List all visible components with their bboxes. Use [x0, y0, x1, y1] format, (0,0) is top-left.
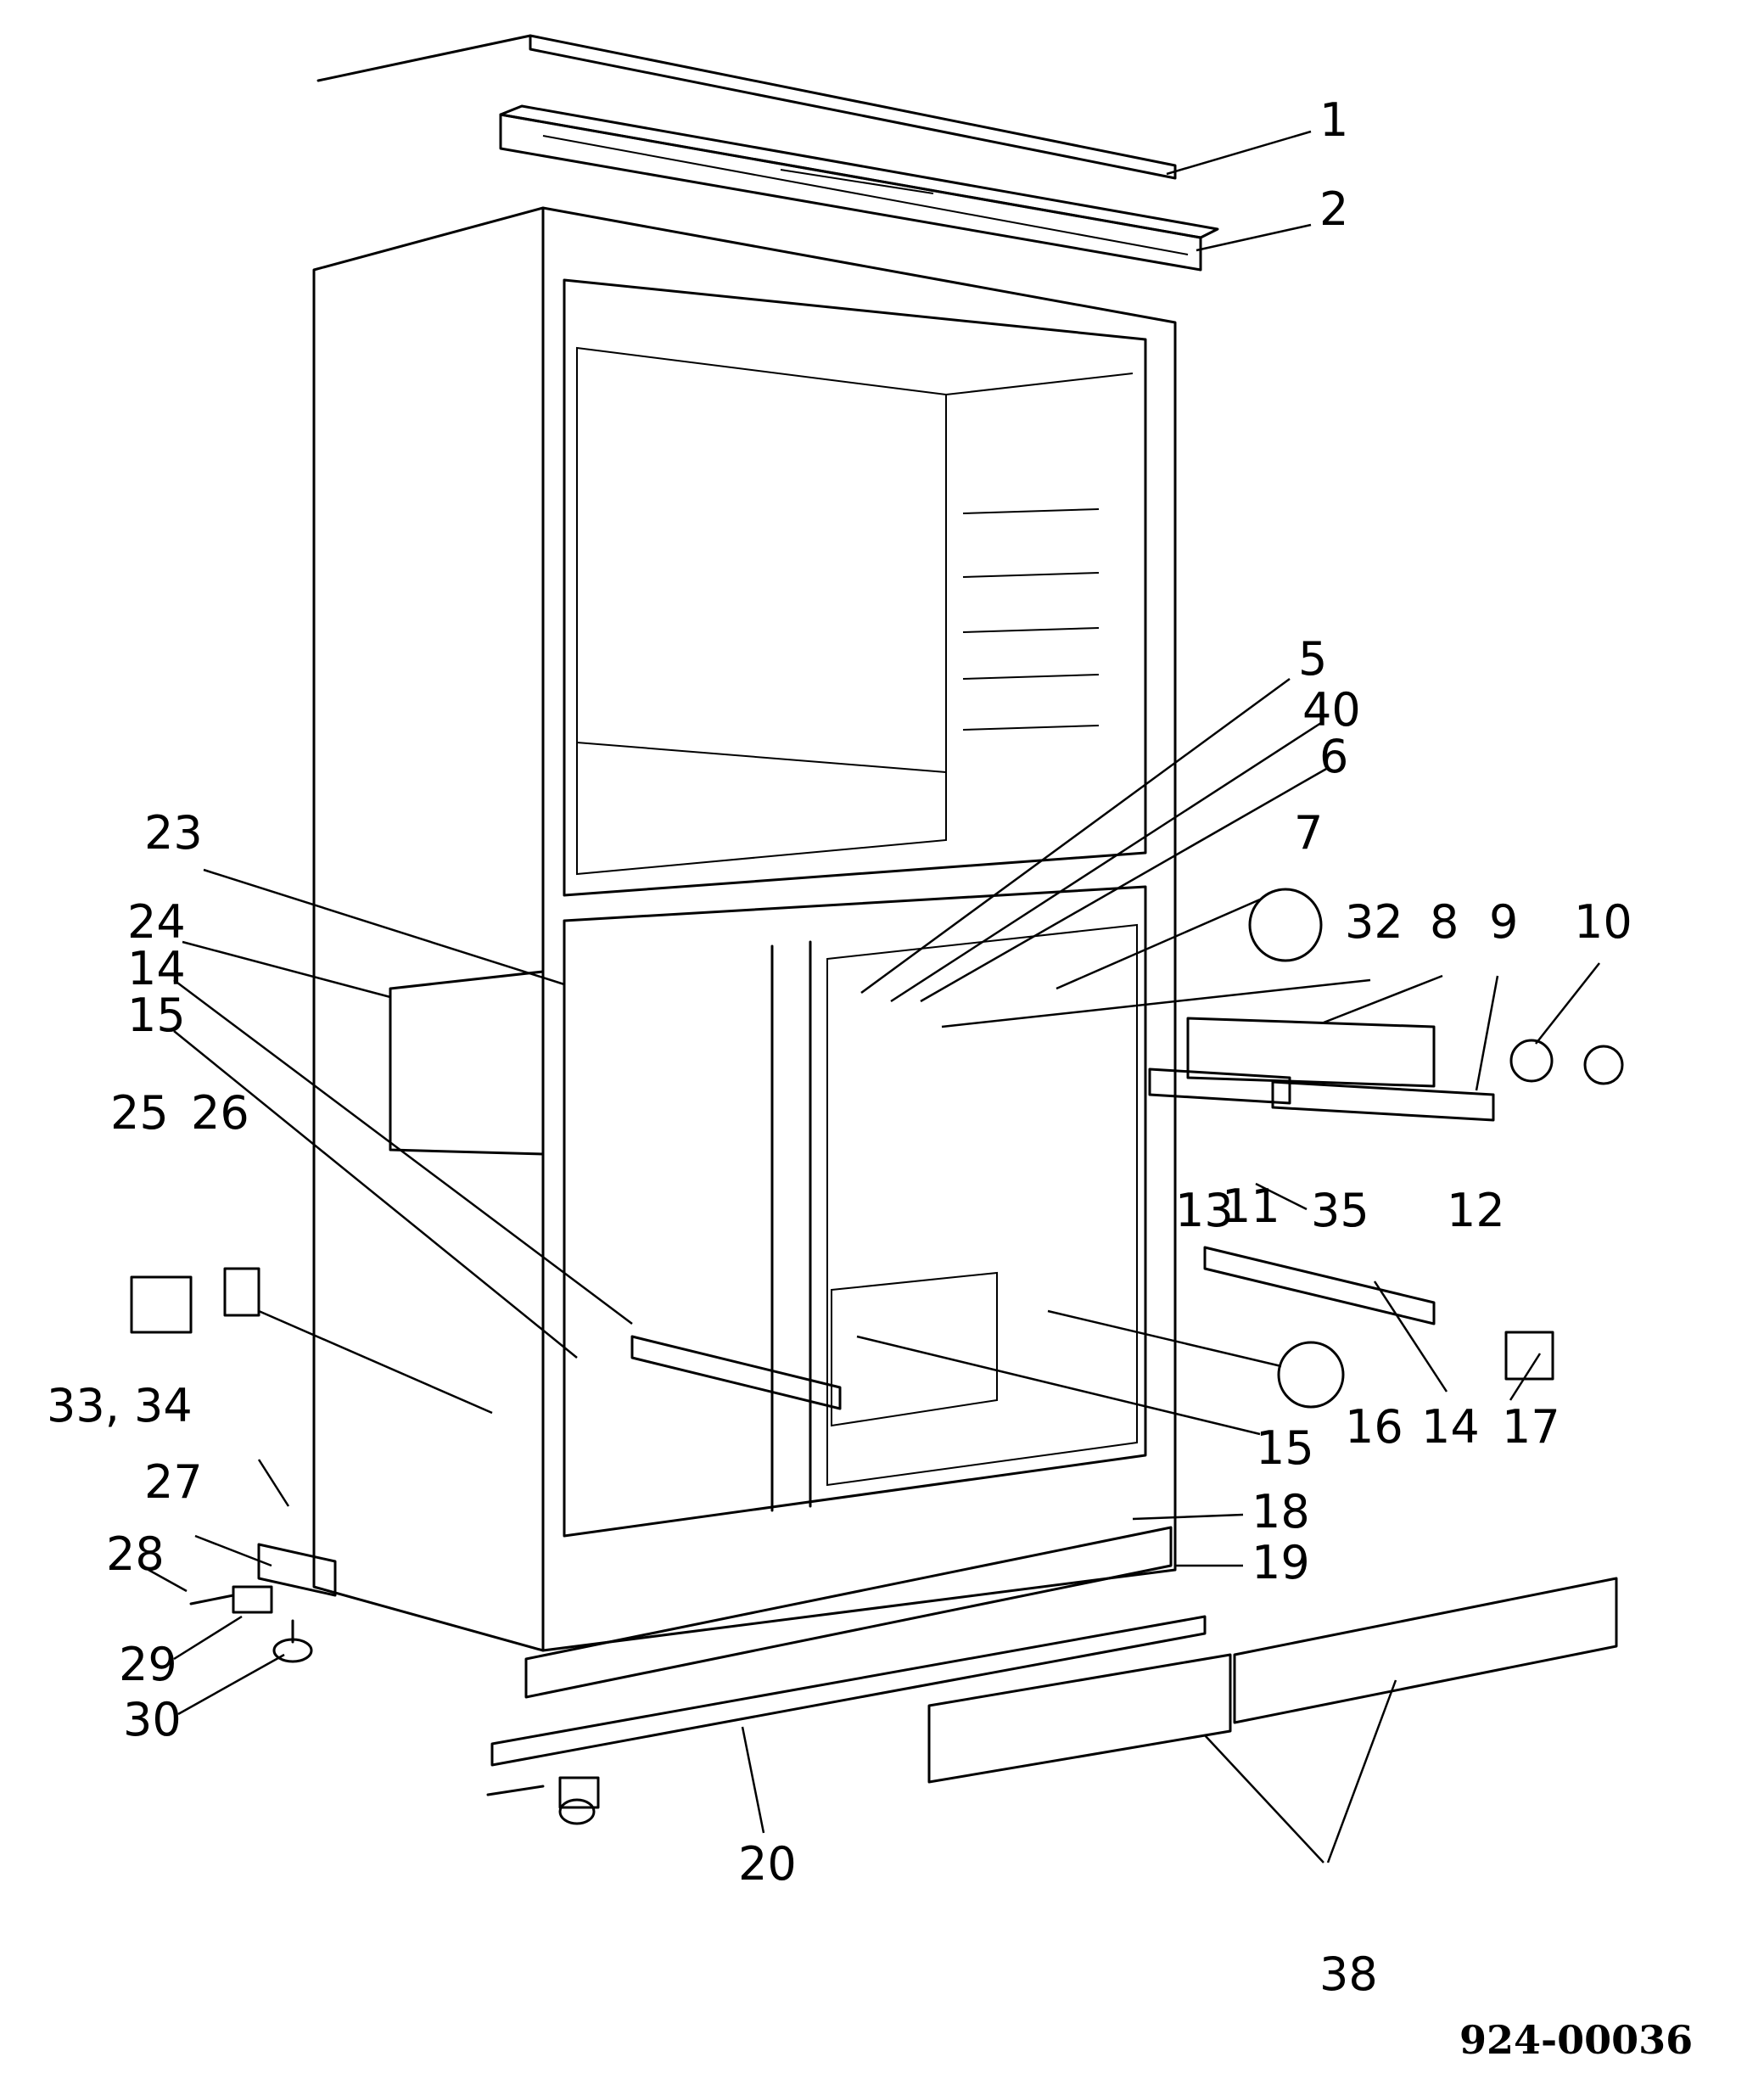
callout-19: 19	[1252, 1536, 1310, 1589]
callout-7: 7	[1294, 806, 1323, 860]
callout-35: 35	[1311, 1184, 1369, 1237]
callout-6: 6	[1319, 730, 1348, 783]
callout-8: 8	[1430, 895, 1459, 949]
base-rail-part	[486, 1615, 1207, 1825]
document-id: 924-00036	[1459, 2017, 1693, 2063]
callout-27: 27	[144, 1455, 203, 1509]
shelf-rails	[630, 1246, 1436, 1410]
callout-40: 40	[1302, 683, 1361, 737]
foot-parts-left	[189, 1543, 337, 1663]
grille-parts	[927, 1577, 1618, 1784]
callout-24: 24	[127, 895, 186, 949]
callout-12: 12	[1447, 1184, 1505, 1237]
leader-lines	[148, 130, 1600, 1863]
callout-32: 32	[1345, 895, 1403, 949]
control-panel-part	[499, 104, 1219, 272]
callout-25: 25	[110, 1086, 169, 1140]
callout-10: 10	[1574, 895, 1632, 949]
callout-20: 20	[738, 1837, 797, 1891]
callout-labels: 1 2 5 40 6 7 32 8 9 10 23 24 14 15 25 26…	[47, 93, 1693, 2063]
callout-15-right: 15	[1256, 1421, 1314, 1475]
callout-33-34: 33, 34	[47, 1379, 193, 1432]
callout-14-right: 14	[1421, 1400, 1480, 1454]
callout-26: 26	[191, 1086, 249, 1140]
callout-18: 18	[1252, 1485, 1310, 1538]
callout-17: 17	[1502, 1400, 1560, 1454]
side-panel-part	[389, 970, 545, 1156]
callout-14-left: 14	[127, 942, 186, 995]
callout-2: 2	[1319, 182, 1348, 236]
callout-9: 9	[1489, 895, 1518, 949]
top-cover-part	[316, 34, 1177, 180]
callout-29: 29	[119, 1638, 177, 1691]
right-side-parts	[1148, 888, 1624, 1409]
hinge-parts-left	[130, 1267, 493, 1415]
callout-11: 11	[1222, 1180, 1280, 1233]
callout-16: 16	[1345, 1400, 1403, 1454]
callout-15-left: 15	[127, 989, 186, 1042]
cabinet-body	[312, 206, 1177, 1699]
callout-30: 30	[123, 1693, 182, 1746]
callout-23: 23	[144, 806, 203, 860]
callout-38: 38	[1319, 1947, 1378, 2001]
callout-1: 1	[1319, 93, 1348, 147]
callout-28: 28	[106, 1527, 165, 1581]
callout-13: 13	[1175, 1184, 1234, 1237]
callout-5: 5	[1298, 632, 1327, 686]
